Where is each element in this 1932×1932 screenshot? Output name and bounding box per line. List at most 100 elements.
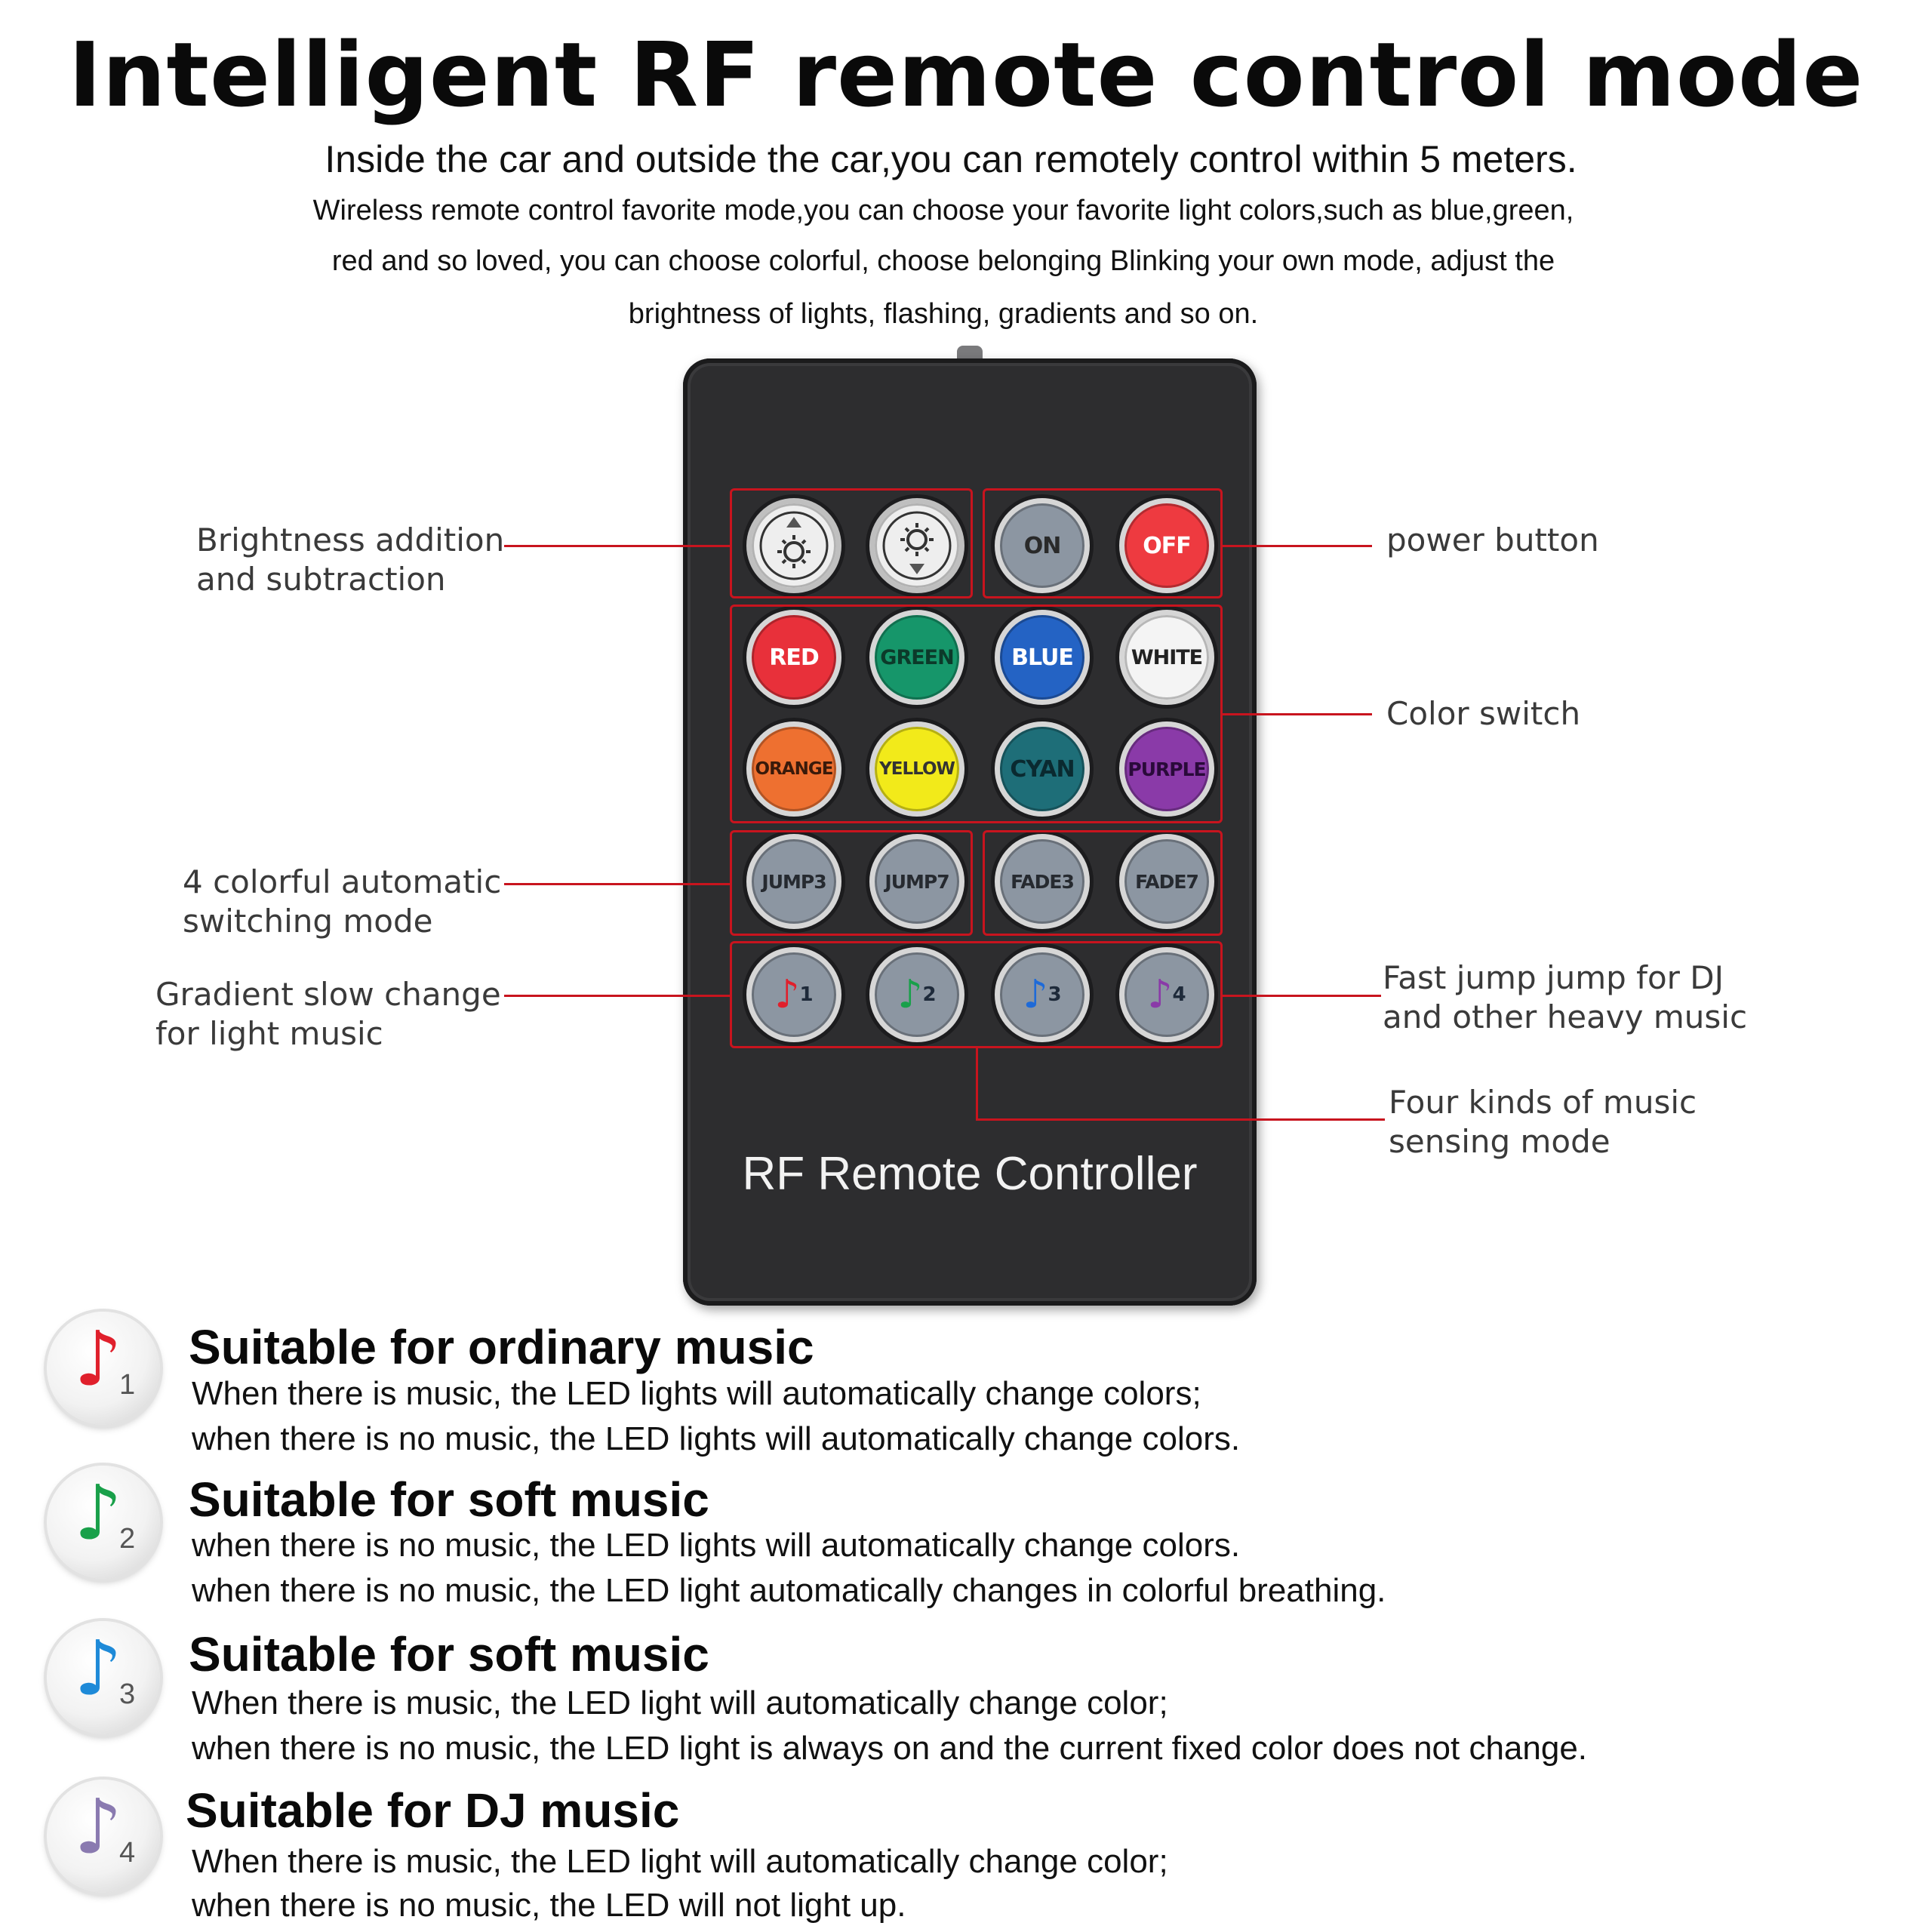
mode-description: when there is no music, the LED lights w… xyxy=(192,1420,1241,1457)
color-switch-callout: Color switch xyxy=(1386,695,1581,732)
off-button[interactable]: OFF xyxy=(1119,498,1214,593)
gradient-leader xyxy=(504,995,731,997)
music-note-icon: ♪ xyxy=(74,1469,122,1557)
white-label: WHITE xyxy=(1131,645,1203,669)
power-leader xyxy=(1223,545,1372,547)
fast-jump-leader xyxy=(1223,995,1381,997)
callout-line: and subtraction xyxy=(196,561,446,598)
color-group-frame xyxy=(730,605,1223,823)
music-note-icon: ♪ xyxy=(74,1624,122,1712)
mode-title: Suitable for soft music xyxy=(189,1472,709,1527)
music-note-icon: ♪ xyxy=(74,1315,122,1403)
brightness-down-button[interactable] xyxy=(869,498,964,593)
orange-label: ORANGE xyxy=(755,759,834,779)
yellow-label: YELLOW xyxy=(879,759,955,779)
music-note-icon: ♪ xyxy=(1147,972,1173,1017)
fade-group-frame xyxy=(983,830,1223,936)
music-sensing-leader xyxy=(976,1118,1385,1121)
music-group-frame xyxy=(730,941,1223,1048)
mode-description: when there is no music, the LED light au… xyxy=(192,1572,1386,1609)
music-3-button[interactable]: ♪3 xyxy=(995,947,1090,1042)
callout-line: and other heavy music xyxy=(1383,998,1748,1035)
music-note-icon: ♪ xyxy=(74,1783,122,1871)
orange-button[interactable]: ORANGE xyxy=(746,721,841,817)
green-button[interactable]: GREEN xyxy=(869,610,964,705)
music-mode-1-icon: ♪ 1 xyxy=(47,1312,160,1425)
page-subtitle: Inside the car and outside the car,you c… xyxy=(325,138,1577,180)
brightness-leader xyxy=(504,545,731,547)
callout-line: switching mode xyxy=(183,903,433,940)
auto-mode-leader xyxy=(504,883,731,885)
power-callout: power button xyxy=(1386,521,1599,558)
jump7-button[interactable]: JUMP7 xyxy=(869,834,964,929)
callout-line: 4 colorful automatic xyxy=(183,863,502,900)
on-label: ON xyxy=(1023,532,1062,559)
music-2-button[interactable]: ♪2 xyxy=(869,947,964,1042)
white-button[interactable]: WHITE xyxy=(1119,610,1214,705)
fade3-button[interactable]: FADE3 xyxy=(995,834,1090,929)
cyan-button[interactable]: CYAN xyxy=(995,721,1090,817)
music-4-button[interactable]: ♪4 xyxy=(1119,947,1214,1042)
fast-jump-callout: Fast jump jump for DJ and other heavy mu… xyxy=(1383,958,1747,1037)
color-leader xyxy=(1223,713,1372,715)
brightness-up-button[interactable] xyxy=(746,498,841,593)
jump7-label: JUMP7 xyxy=(884,870,949,893)
purple-button[interactable]: PURPLE xyxy=(1119,721,1214,817)
description-line: red and so loved, you can choose colorfu… xyxy=(331,245,1555,277)
mode-title: Suitable for DJ music xyxy=(186,1783,680,1838)
off-label: OFF xyxy=(1143,532,1191,559)
music-note-icon: ♪ xyxy=(774,972,800,1017)
fade3-label: FADE3 xyxy=(1011,870,1075,893)
brightness-down-icon xyxy=(882,511,952,580)
music-note-icon: ♪ xyxy=(1023,972,1048,1017)
mode-number: 1 xyxy=(119,1369,136,1401)
callout-line: Gradient slow change xyxy=(155,976,501,1013)
music-note-icon: ♪ xyxy=(897,972,923,1017)
antenna xyxy=(957,346,983,362)
brightness-callout: Brightness addition and subtraction xyxy=(196,521,504,599)
yellow-button[interactable]: YELLOW xyxy=(869,721,964,817)
description-line: Wireless remote control favorite mode,yo… xyxy=(312,195,1574,226)
callout-line: Fast jump jump for DJ xyxy=(1383,959,1724,996)
callout-line: Four kinds of music xyxy=(1389,1084,1697,1121)
power-group-frame xyxy=(983,488,1223,598)
brightness-group-frame xyxy=(730,488,973,598)
jump-group-frame xyxy=(730,830,973,936)
jump3-label: JUMP3 xyxy=(761,870,826,893)
mode-description: When there is music, the LED light will … xyxy=(192,1843,1168,1880)
page-title: Intelligent RF remote control mode xyxy=(68,23,1864,127)
mode-description: When there is music, the LED lights will… xyxy=(192,1375,1201,1412)
mode-description: when there is no music, the LED light is… xyxy=(192,1730,1588,1767)
blue-label: BLUE xyxy=(1011,644,1074,671)
mode-description: when there is no music, the LED will not… xyxy=(192,1887,906,1924)
callout-line: sensing mode xyxy=(1389,1123,1611,1160)
mode-description: when there is no music, the LED lights w… xyxy=(192,1527,1241,1564)
fade7-button[interactable]: FADE7 xyxy=(1119,834,1214,929)
gradient-callout: Gradient slow change for light music xyxy=(155,975,501,1054)
music-4-label: 4 xyxy=(1172,983,1186,1006)
blue-button[interactable]: BLUE xyxy=(995,610,1090,705)
description-line: brightness of lights, flashing, gradient… xyxy=(628,298,1259,330)
music-sensing-callout: Four kinds of music sensing mode xyxy=(1389,1083,1697,1161)
music-1-label: 1 xyxy=(799,983,814,1006)
fade7-label: FADE7 xyxy=(1135,870,1199,893)
brightness-up-icon xyxy=(759,511,829,580)
mode-description: When there is music, the LED light will … xyxy=(192,1684,1168,1721)
red-label: RED xyxy=(769,644,819,671)
green-label: GREEN xyxy=(880,645,954,669)
music-mode-2-icon: ♪ 2 xyxy=(47,1466,160,1579)
music-1-button[interactable]: ♪1 xyxy=(746,947,841,1042)
mode-title: Suitable for ordinary music xyxy=(189,1320,814,1374)
music-3-label: 3 xyxy=(1048,983,1062,1006)
auto-mode-callout: 4 colorful automatic switching mode xyxy=(183,863,501,941)
red-button[interactable]: RED xyxy=(746,610,841,705)
music-mode-3-icon: ♪ 3 xyxy=(47,1621,160,1734)
callout-line: for light music xyxy=(155,1015,383,1052)
music-sensing-vleader xyxy=(976,1048,978,1121)
mode-number: 4 xyxy=(119,1837,136,1869)
mode-title: Suitable for soft music xyxy=(189,1627,709,1681)
jump3-button[interactable]: JUMP3 xyxy=(746,834,841,929)
on-button[interactable]: ON xyxy=(995,498,1090,593)
callout-line: Brightness addition xyxy=(196,521,505,558)
mode-number: 3 xyxy=(119,1678,136,1710)
